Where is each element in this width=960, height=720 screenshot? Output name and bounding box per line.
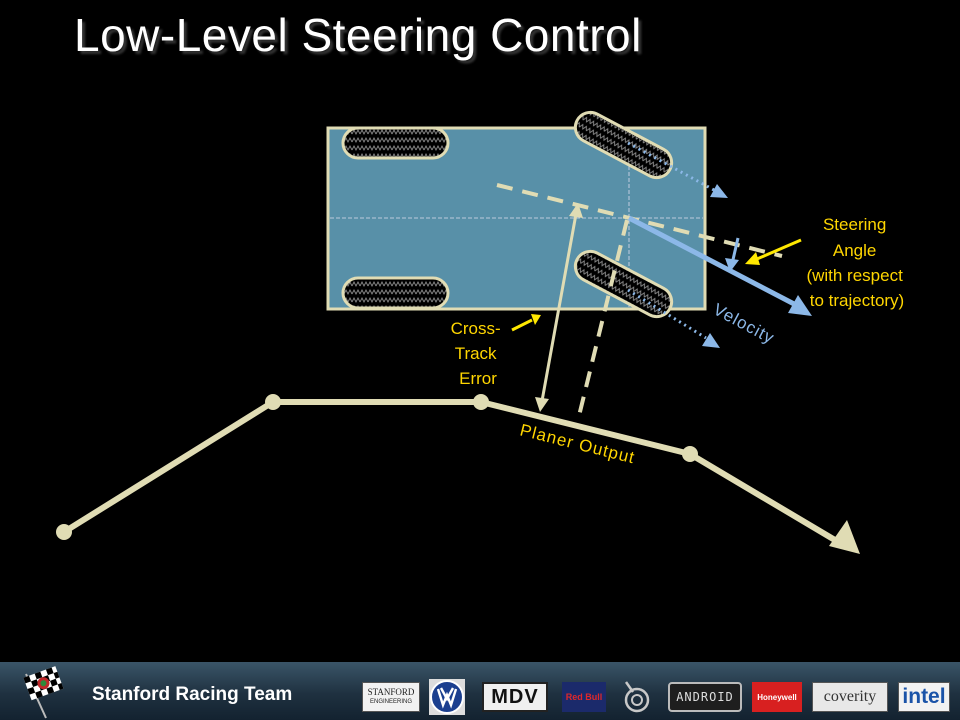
honeywell-logo-text: Honeywell — [757, 692, 797, 702]
planner-path — [62, 399, 847, 549]
waypoint — [56, 524, 72, 540]
stanford-logo-text: STANFORD — [367, 687, 415, 697]
front-right-arrow-head — [702, 333, 720, 348]
intel-logo: intel — [898, 682, 950, 712]
coverity-logo: coverity — [812, 682, 888, 712]
velocity-label: Velocity — [710, 300, 778, 348]
steering-angle-label: Steering Angle (with respect to trajecto… — [806, 215, 907, 310]
mdv-logo-text: MDV — [491, 685, 539, 708]
steering-angle-arc-head — [725, 258, 739, 272]
steering-angle-pointer — [756, 238, 802, 261]
team-name: Stanford Racing Team — [92, 684, 293, 705]
honeywell-logo: Honeywell — [752, 682, 802, 712]
redbull-logo-text: Red Bull — [565, 692, 603, 702]
cross-track-arrow-head-bottom — [535, 397, 549, 412]
front-left-direction-arrow — [627, 141, 715, 192]
redbull-logo: Red Bull — [562, 682, 606, 712]
velocity-arrow — [627, 215, 798, 308]
checkered-flag-icon — [23, 666, 64, 719]
coverity-logo-text: coverity — [823, 688, 877, 705]
waypoint — [265, 394, 281, 410]
stanford-ai-lab-logo-icon — [624, 681, 650, 713]
slide-title: Low-Level Steering Control — [74, 9, 642, 61]
projection-line — [576, 219, 629, 421]
mdv-logo: MDV — [482, 682, 548, 712]
front-right-wheel — [573, 249, 674, 319]
planner-path-arrow-head — [829, 520, 860, 554]
rear-left-wheel — [341, 126, 450, 160]
waypoint — [682, 446, 698, 462]
cross-track-arrow-head-top — [569, 203, 583, 218]
waypoint — [473, 394, 489, 410]
android-logo: ANDROID — [668, 682, 742, 712]
footer-bar: Stanford Racing Team STANFORD ENGINEERIN… — [0, 662, 960, 720]
cross-track-pointer — [511, 318, 533, 332]
trajectory-line — [496, 183, 783, 258]
front-left-wheel — [573, 110, 674, 180]
rear-right-wheel — [341, 276, 450, 310]
intel-logo-text: intel — [902, 685, 946, 708]
velocity-arrow-head — [788, 295, 812, 316]
vw-logo-icon — [429, 679, 465, 715]
android-logo-text: ANDROID — [676, 690, 734, 704]
stanford-logo-subtext: ENGINEERING — [369, 699, 412, 705]
cross-track-pointer-head — [531, 314, 541, 325]
stanford-engineering-logo: STANFORD ENGINEERING — [362, 682, 420, 712]
cross-track-error-arrow — [540, 213, 578, 402]
steering-angle-pointer-head — [745, 252, 760, 265]
front-left-arrow-head — [710, 184, 728, 198]
cross-track-error-label: Cross- Track Error — [451, 319, 506, 388]
steering-diagram: Steering Angle (with respect to trajecto… — [56, 110, 907, 554]
